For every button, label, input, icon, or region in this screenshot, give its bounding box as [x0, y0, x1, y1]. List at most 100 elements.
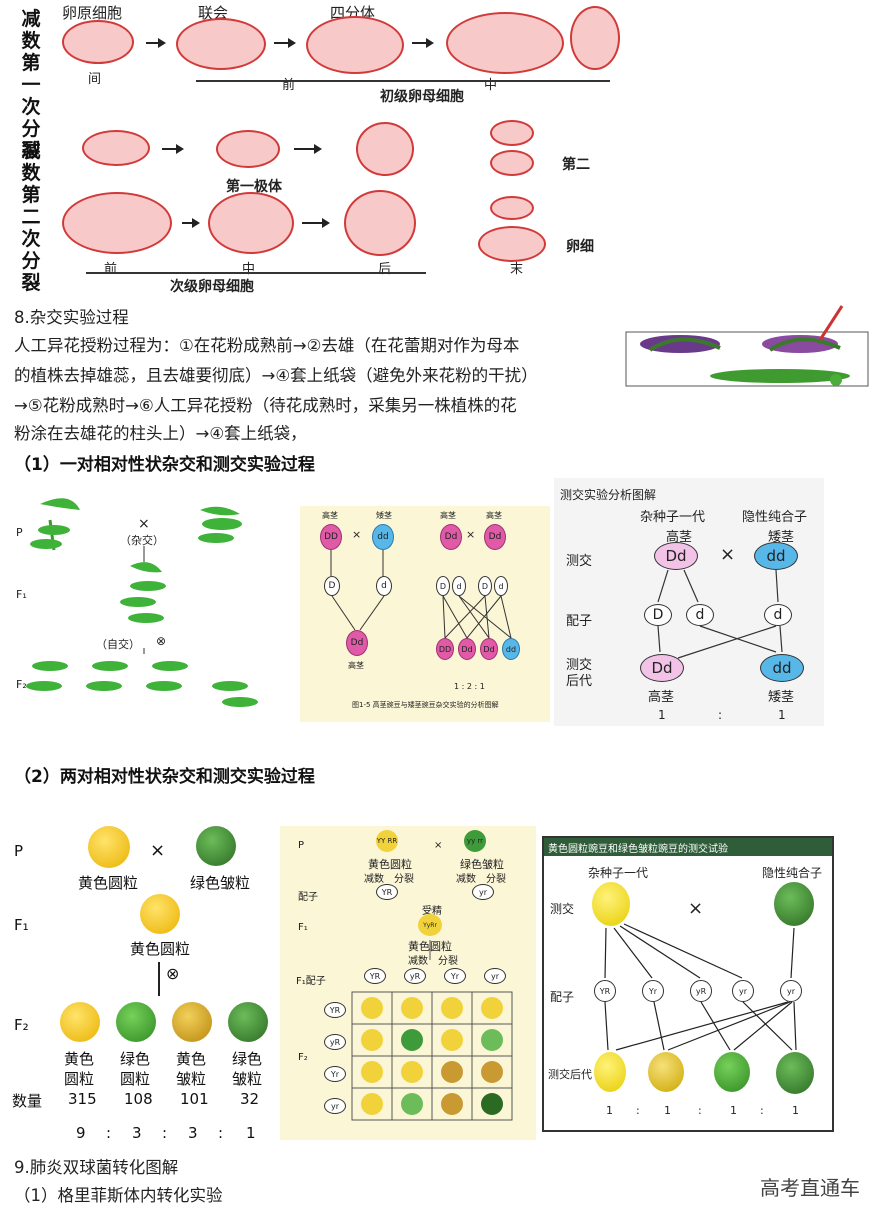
offspring-tall-label: 高茎: [648, 690, 675, 705]
tetrad-cell: [306, 16, 404, 74]
row-testcross-label: 测交: [566, 554, 593, 569]
genotype-dd: dd: [372, 524, 394, 550]
f2-top-3: 黄色: [176, 1050, 207, 1068]
gamete-D: D: [324, 576, 340, 596]
dtest-cross: ×: [688, 898, 704, 919]
cross-symbol: ×: [138, 516, 150, 532]
punnett-parent2-pea: yy rr: [464, 830, 486, 852]
cross-symbol: ×: [434, 840, 443, 851]
ratio-sep-1: :: [106, 1124, 112, 1142]
section8-line-1: 人工异花授粉过程为：①在花粉成熟前→②去雄（在花蕾期对作为母本: [14, 336, 520, 355]
testcross-Dd: Dd: [654, 542, 698, 570]
gamete-d: d: [376, 576, 392, 596]
arrow: [146, 38, 166, 48]
prophase2-label: 前: [104, 262, 118, 277]
punnett-gamete-YR: YR: [376, 884, 398, 900]
p-yellow-round-label: 黄色圆粒: [78, 874, 139, 892]
meiosis-2-label: 减数第二次分裂: [21, 140, 41, 294]
watermark: 高考直通车: [760, 1176, 860, 1200]
dihybrid-p-label: P: [14, 842, 24, 860]
monohybrid-analysis-panel: 高茎 矮茎 DD × dd D d Dd 高茎 高茎 高茎 Dd × Dd D …: [300, 506, 550, 722]
testcross-cross: ×: [720, 544, 736, 565]
punnett-gamete-label: 配子: [298, 892, 318, 903]
arrow-line: [158, 962, 160, 996]
yellow-round-pea-p: [88, 826, 130, 868]
primary-oocyte-label: 初级卵母细胞: [380, 89, 464, 105]
punnett-col-Yr: Yr: [444, 968, 466, 984]
dtest-gamete-yr-2: yr: [780, 980, 802, 1002]
ratio-sep-3: :: [218, 1124, 224, 1142]
punnett-row-YR: YR: [324, 1002, 346, 1018]
dtest-ratio-sep-1: :: [636, 1104, 640, 1117]
right-tall-label-2: 高茎: [486, 511, 502, 520]
punnett-gamete-yr: yr: [472, 884, 494, 900]
ratio-1: 1: [246, 1124, 256, 1142]
self-symbol: ⊗: [166, 964, 180, 983]
count-2: 108: [124, 1090, 153, 1108]
polar-ana-cell: [356, 122, 414, 176]
f2-pea-2: [116, 1002, 156, 1042]
meiosis-diagram: 减数第一次分裂 减数第二次分裂 卵原细胞 联会 四分体 间 前 中 初级卵母细胞…: [0, 0, 620, 296]
dtest-recessive-label: 隐性纯合子: [762, 866, 823, 880]
cross-symbol: ×: [150, 840, 166, 861]
genotype-Dd-left: Dd: [440, 524, 462, 550]
mono-arrows-svg: [330, 550, 512, 639]
punnett-col-yr: yr: [484, 968, 506, 984]
anaphase1-cell: [570, 6, 620, 70]
dtest-offspring-3: [714, 1052, 750, 1092]
punnett-division-3: 分裂: [438, 956, 458, 967]
offspring-dd: dd: [502, 638, 520, 660]
count-label: 数量: [12, 1092, 43, 1110]
genotype-DD: DD: [320, 524, 342, 550]
dtest-row-testcross: 测交: [550, 902, 575, 916]
dtest-arrows-svg: [604, 923, 797, 1051]
punnett-f1-label: F₁: [298, 922, 308, 933]
f2-bottom-1: 圆粒: [64, 1070, 95, 1088]
f2-pea-1: [60, 1002, 100, 1042]
dtest-ratio-1: 1: [606, 1104, 613, 1117]
dtest-offspring-2: [648, 1052, 684, 1092]
mono-caption: 图1-5 高茎豌豆与矮茎豌豆杂交实验的分析图解: [352, 701, 499, 709]
gamete-d-1: d: [452, 576, 466, 596]
polar-body-label: 第一极体: [226, 179, 282, 195]
gamete-d-recessive: d: [764, 604, 792, 626]
p-short-label: 矮茎: [376, 511, 392, 520]
heading-dihybrid: （2）两对相对性状杂交和测交实验过程: [14, 767, 315, 787]
oocyte-label: 卵原细胞: [62, 4, 123, 22]
pollination-illustration: [620, 300, 878, 430]
dihybrid-peas-panel: P F₁ F₂ × 黄色圆粒 绿色皱粒 黄色圆粒 ⊗ 黄色 绿色 黄色 绿色 圆…: [8, 820, 280, 1150]
dihybrid-testcross-panel: 黄色圆粒豌豆和绿色皱粒豌豆的测交试验 杂种子一代 隐性纯合子 测交 × 配子 Y…: [542, 836, 834, 1132]
f1-yellow-round-label: 黄色圆粒: [130, 940, 191, 958]
count-4: 32: [240, 1090, 260, 1108]
dtest-gamete-yR: yR: [690, 980, 712, 1002]
section9-sub: （1）格里菲斯体内转化实验: [14, 1186, 223, 1205]
second-polar-1: [490, 120, 534, 146]
egg-label: 卵细: [566, 239, 594, 255]
recessive-label: 隐性纯合子: [742, 510, 808, 525]
anaphase2-label: 后: [378, 262, 392, 277]
section8-line-3: →⑤花粉成熟时→⑥人工异花授粉（待花成熟时，采集另一株植株的花: [14, 396, 517, 415]
dihybrid-f2-label: F₂: [14, 1016, 29, 1034]
metaphase2-label: 中: [242, 262, 256, 277]
dtest-ratio-sep-2: :: [698, 1104, 702, 1117]
second-polar-3: [490, 196, 534, 220]
ratio-left: 1: [658, 708, 666, 722]
prophase1-label: 前: [282, 78, 296, 93]
punnett-fertilize: 受精: [422, 906, 442, 917]
gamete-D-tc: D: [644, 604, 672, 626]
plants-svg: [26, 498, 258, 707]
row-gamete-label: 配子: [566, 614, 593, 629]
f2-bottom-4: 皱粒: [232, 1070, 263, 1088]
right-tall-label-1: 高茎: [440, 511, 456, 520]
dtest-offspring-1: [594, 1052, 626, 1092]
arrow: [412, 38, 434, 48]
mono-ratio: 1 : 2 : 1: [454, 682, 485, 691]
arrow: [294, 144, 322, 154]
f2-top-1: 黄色: [64, 1050, 95, 1068]
dtest-offspring-4: [776, 1052, 814, 1094]
polar-body-cell: [82, 130, 150, 166]
ratio-3b: 3: [188, 1124, 198, 1142]
punnett-p: P: [298, 840, 305, 851]
count-1: 315: [68, 1090, 97, 1108]
dtest-hybrid-label: 杂种子一代: [588, 866, 649, 880]
